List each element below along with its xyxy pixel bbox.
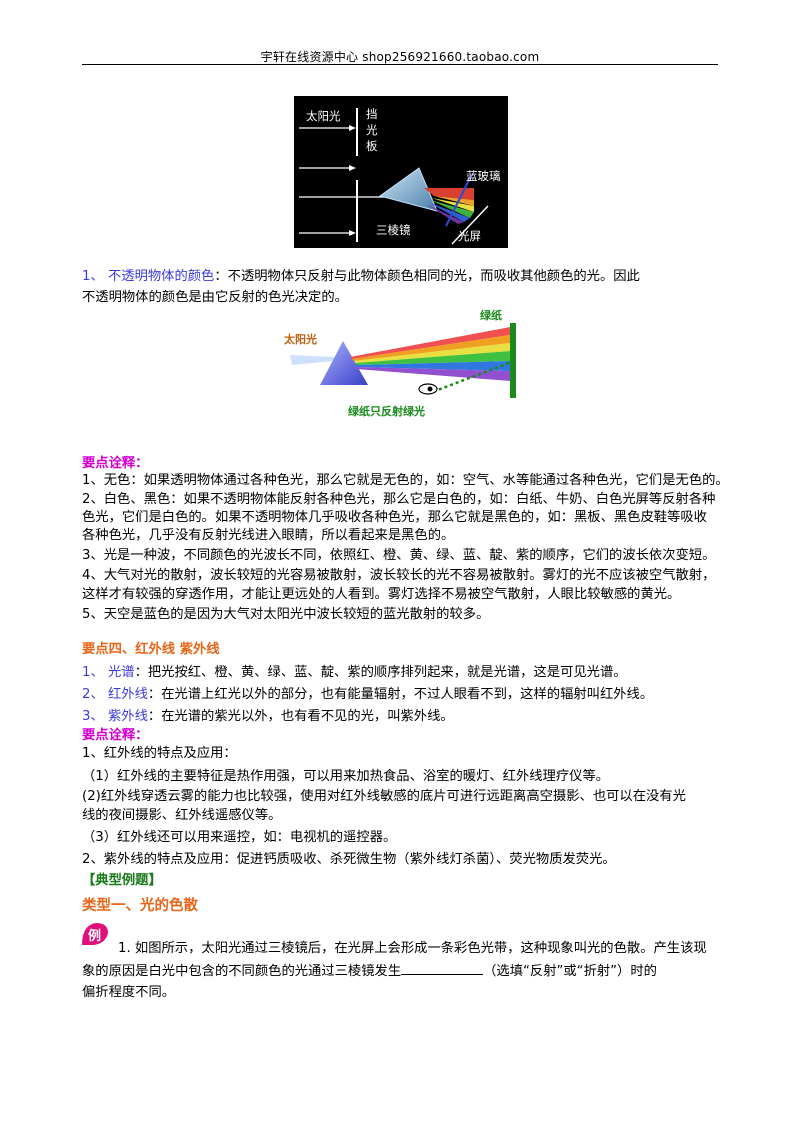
label-blue-glass: 蓝玻璃 bbox=[466, 169, 501, 183]
label-baffle-3: 板 bbox=[366, 139, 378, 153]
notes2-line-6: 2、紫外线的特点及应用：促进钙质吸收、杀死微生物（紫外线灯杀菌）、荧光物质发荧光… bbox=[82, 852, 616, 867]
point4-text-1: ：把光按红、橙、黄、绿、蓝、靛、紫的顺序排列起来，就是光谱，这是可见光谱。 bbox=[134, 665, 627, 680]
point4-item-3: 3、 紫外线：在光谱的紫光以外，也有看不见的光，叫紫外线。 bbox=[82, 708, 454, 725]
notes2-line-3: (2)红外线穿透云雾的能力也比较强，使用对红外线敏感的底片可进行远距离高空摄影、… bbox=[82, 789, 686, 804]
point4-term-3: 3、 紫外线 bbox=[82, 709, 148, 724]
notes1-heading: 要点诠释： bbox=[82, 456, 149, 471]
question1-line-2: 象的原因是白光中包含的不同颜色的光通过三棱镜发生 （选填“反射”或“折射”）时的 bbox=[82, 962, 657, 980]
question1-text-a: 象的原因是白光中包含的不同颜色的光通过三棱镜发生 bbox=[82, 964, 402, 979]
point4-term-2: 2、 红外线 bbox=[82, 687, 148, 702]
type1-heading: 类型一、光的色散 bbox=[82, 898, 198, 914]
notes1-line-6: 4、大气对光的散射，波长较短的光容易被散射，波长较长的光不容易被散射。雾灯的光不… bbox=[82, 568, 716, 583]
point4-item-2: 2、 红外线：在光谱上红光以外的部分，也有能量辐射，不过人眼看不到，这样的辐射叫… bbox=[82, 686, 653, 703]
opaque-line-2: 不透明物体的颜色是由它反射的色光决定的。 bbox=[82, 290, 348, 305]
label-sunlight-2: 太阳光 bbox=[283, 332, 317, 346]
prism-dispersion-figure: 太阳光 挡 光 板 蓝玻璃 三棱镜 光屏 bbox=[294, 96, 508, 248]
label-prism: 三棱镜 bbox=[376, 223, 411, 237]
notes2-line-1: 1、红外线的特点及应用： bbox=[82, 746, 237, 761]
label-sunlight: 太阳光 bbox=[306, 109, 341, 123]
answer-blank[interactable] bbox=[401, 962, 484, 975]
opaque-line-1: 1、 不透明物体的颜色：不透明物体只反射与此物体颜色相同的光，而吸收其他颜色的光… bbox=[82, 268, 640, 285]
label-green-paper: 绿纸 bbox=[480, 308, 502, 322]
notes1-line-5: 3、光是一种波，不同颜色的光波长不同，依照红、橙、黄、绿、蓝、靛、紫的顺序，它们… bbox=[82, 548, 716, 563]
notes2-heading: 要点诠释： bbox=[82, 728, 149, 743]
examples-heading: 【典型例题】 bbox=[82, 873, 162, 888]
question1-text-b: （选填“反射”或“折射”）时的 bbox=[483, 964, 657, 979]
point4-text-3: ：在光谱的紫光以外，也有看不见的光，叫紫外线。 bbox=[147, 709, 454, 724]
label-screen: 光屏 bbox=[458, 229, 481, 243]
notes1-line-8: 5、天空是蓝色的是因为大气对太阳光中波长较短的蓝光散射的较多。 bbox=[82, 607, 490, 622]
example-badge-text: 例 bbox=[88, 928, 101, 944]
point4-term-1: 1、 光谱 bbox=[82, 665, 135, 680]
notes1-line-1: 1、无色：如果透明物体通过各种色光，那么它就是无色的，如：空气、水等能通过各种色… bbox=[82, 473, 729, 488]
opaque-text-1: ：不透明物体只反射与此物体颜色相同的光，而吸收其他颜色的光。因此 bbox=[214, 269, 640, 284]
notes1-line-4: 各种色光，几乎没有反射光线进入眼睛，所以看起来是黑色的。 bbox=[82, 528, 455, 543]
point4-heading: 要点四、红外线 紫外线 bbox=[82, 642, 220, 657]
point4-text-2: ：在光谱上红光以外的部分，也有能量辐射，不过人眼看不到，这样的辐射叫红外线。 bbox=[147, 687, 654, 702]
question1-line-3: 偏折程度不同。 bbox=[82, 985, 176, 1000]
header-rule bbox=[82, 64, 718, 65]
notes2-line-2: （1）红外线的主要特征是热作用强，可以用来加热食品、浴室的暖灯、红外线理疗仪等。 bbox=[82, 769, 610, 784]
page-header: 宇轩在线资源中心 shop256921660.taobao.com bbox=[260, 50, 540, 64]
notes2-line-5: （3）红外线还可以用来遥控，如：电视机的遥控器。 bbox=[82, 830, 397, 845]
example-badge-icon: 例 bbox=[82, 923, 108, 945]
question1-line-1: 1. 如图所示，太阳光通过三棱镜后，在光屏上会形成一条彩色光带，这种现象叫光的色… bbox=[118, 941, 707, 956]
label-baffle-1: 挡 bbox=[366, 107, 378, 121]
green-paper-figure: 太阳光 绿纸 绿纸只反射绿光 bbox=[283, 308, 516, 418]
notes1-line-7: 这样才有较强的穿透作用，才能让更远处的人看到。雾灯选择不易被空气散射，人眼比较敏… bbox=[82, 587, 681, 602]
notes1-line-2: 2、白色、黑色：如果不透明物体能反射各种色光，那么它是白色的，如：白纸、牛奶、白… bbox=[82, 492, 716, 507]
label-baffle-2: 光 bbox=[366, 123, 378, 137]
opaque-title: 1、 不透明物体的颜色 bbox=[82, 269, 215, 284]
point4-item-1: 1、 光谱：把光按红、橙、黄、绿、蓝、靛、紫的顺序排列起来，就是光谱，这是可见光… bbox=[82, 664, 627, 681]
notes1-line-3: 色光，它们是白色的。如果不透明物体几乎吸收各种色光，那么它就是黑色的，如：黑板、… bbox=[82, 510, 707, 525]
notes2-line-4: 线的夜间摄影、红外线遥感仪等。 bbox=[82, 808, 282, 823]
label-green-caption: 绿纸只反射绿光 bbox=[348, 404, 425, 418]
